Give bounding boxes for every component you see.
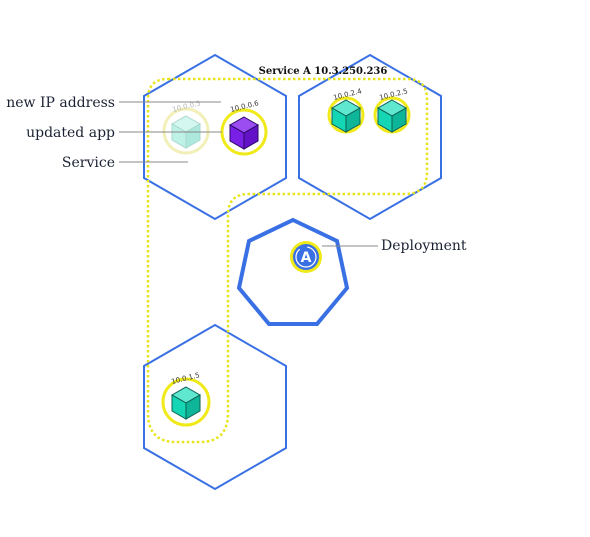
callout-deployment: Deployment: [381, 238, 467, 254]
callout-new-ip-address: new IP address: [6, 95, 115, 111]
node-top-right: [298, 53, 442, 221]
callout-service: Service: [62, 155, 115, 171]
node-bottom-left: [143, 323, 287, 491]
old-pod: 10.0.0.5: [162, 99, 210, 155]
service-boundary: [146, 77, 429, 444]
pod-a: 10.0.2.4: [327, 87, 365, 134]
service-title: Service A 10.3.250.236: [259, 66, 388, 77]
node-top-left: [143, 53, 287, 221]
deployment-node: [236, 217, 350, 326]
pod-c: 10.0.1.5: [161, 371, 211, 427]
pod-b: 10.0.2.5: [373, 87, 411, 134]
callout-updated-app: updated app: [26, 125, 115, 141]
deployment-icon: A: [290, 241, 322, 273]
deployment-letter: A: [301, 250, 312, 266]
updated-pod: 10.0.0.6: [220, 99, 268, 156]
